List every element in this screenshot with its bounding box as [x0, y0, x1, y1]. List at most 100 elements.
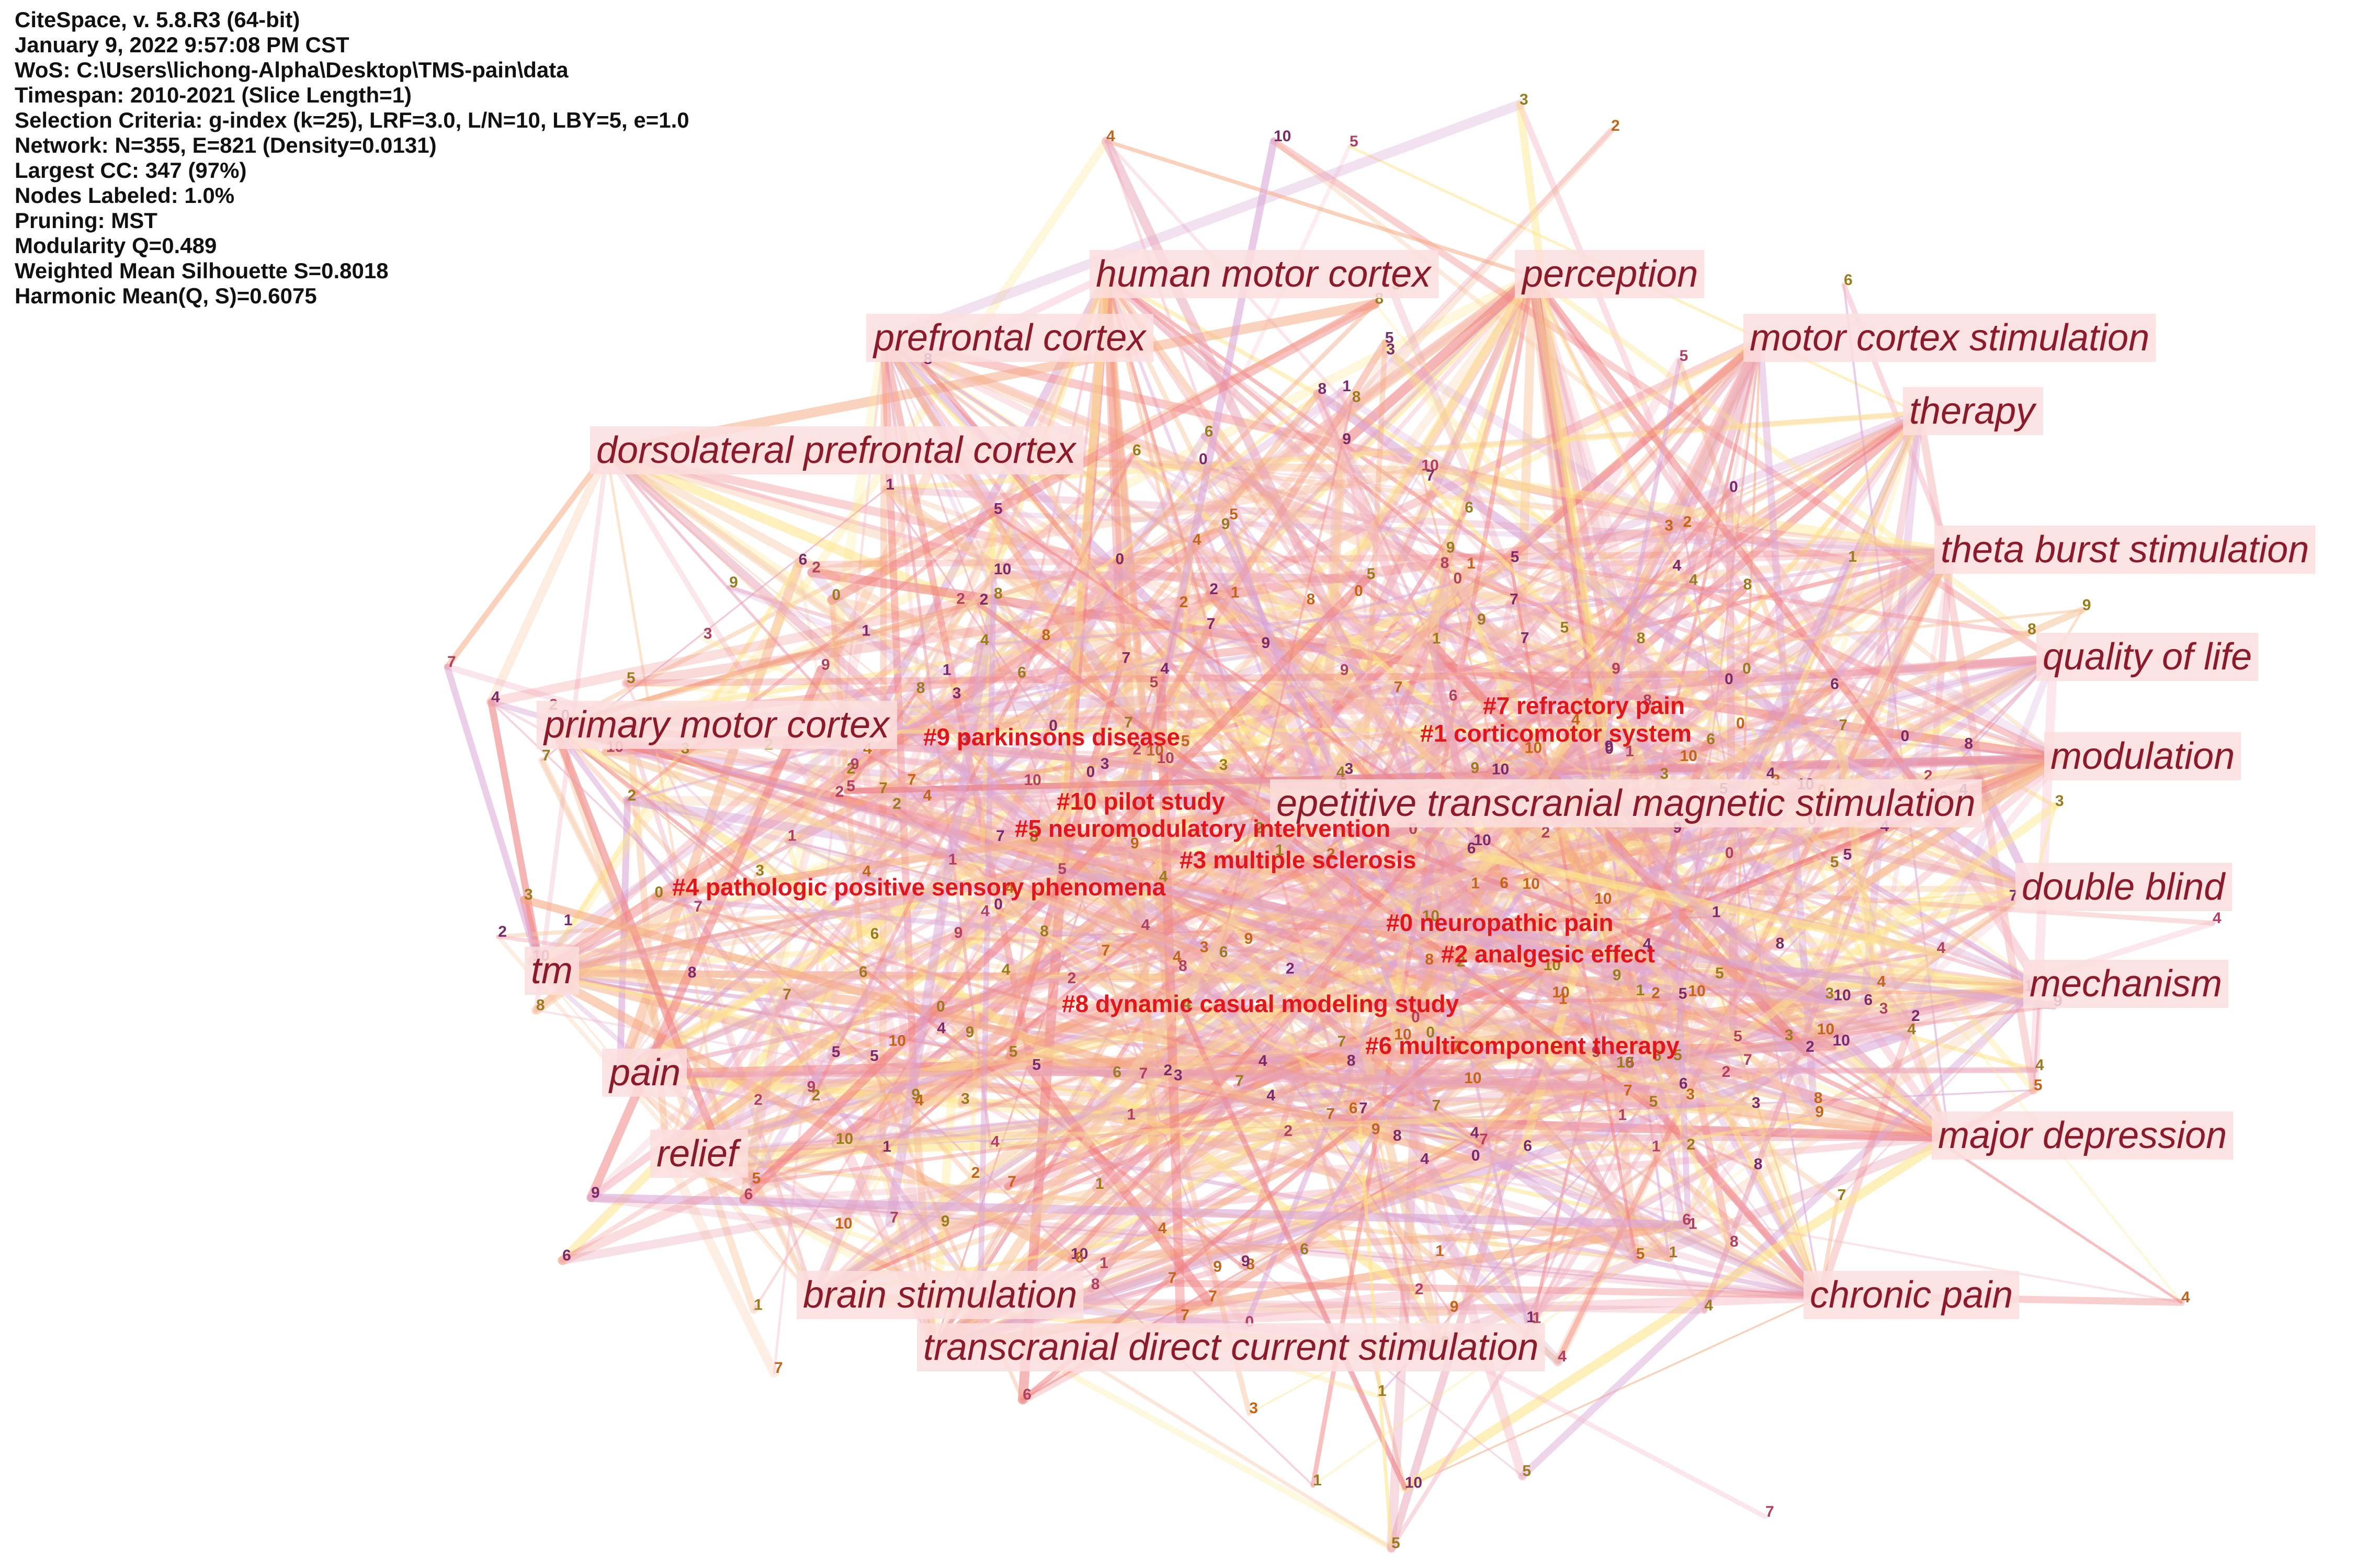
node-marker: 1 [1652, 1138, 1661, 1155]
network-edge [615, 578, 1458, 1080]
keyword-label: relief [650, 1130, 749, 1178]
node-marker: 1 [1526, 1309, 1535, 1326]
node-marker: 9 [821, 656, 830, 673]
network-edge [693, 911, 814, 1298]
node-marker: 8 [2027, 621, 2036, 638]
network-edge [1418, 917, 2058, 1010]
node-marker: 6 [1449, 687, 1458, 704]
node-marker: 1 [1712, 903, 1721, 921]
network-edge [891, 807, 1180, 972]
node-marker: 10 [1833, 987, 1851, 1004]
node-marker: 4 [1182, 995, 1191, 1012]
node-marker: 3 [1785, 1027, 1794, 1044]
network-edge [1206, 590, 1824, 1301]
node-marker: 4 [1907, 1021, 1916, 1038]
network-edge [1907, 655, 2057, 1025]
network-edge [1029, 1067, 1682, 1091]
network-edge [1774, 550, 1953, 950]
network-edge [1158, 880, 1471, 1139]
node-marker: 5 [1715, 965, 1724, 982]
node-marker: 2 [1722, 1063, 1731, 1081]
keyword-text: perception [1521, 253, 1698, 295]
node-marker: 7 [1521, 629, 1529, 646]
node-marker: 10 [835, 1215, 852, 1232]
node-marker: 9 [591, 1184, 600, 1201]
network-edge [1002, 601, 1310, 896]
network-edge [880, 336, 1128, 731]
node-marker: 7 [774, 1359, 783, 1377]
network-edge [603, 748, 1415, 1026]
network-edge [652, 894, 1867, 1008]
node-marker: 5 [1636, 1245, 1645, 1263]
node-marker: 1 [1275, 842, 1284, 859]
node-marker: 0 [1605, 740, 1614, 757]
network-edge [979, 587, 1745, 646]
network-edge [1707, 912, 1839, 1005]
node-marker: 2 [835, 783, 844, 801]
network-edge [879, 99, 1525, 345]
network-edge [1725, 488, 1738, 1046]
keyword-label-background [797, 1271, 1084, 1319]
network-edge [531, 960, 814, 1298]
keyword-label-background [1515, 250, 1705, 298]
network-edge [539, 758, 816, 1300]
network-edge [605, 451, 1165, 1077]
node-marker: 8 [1425, 951, 1434, 968]
keyword-text: transcranial direct current stimulation [923, 1326, 1538, 1368]
network-edge [978, 914, 1042, 939]
network-edge [803, 884, 1504, 1096]
keyword-text: prefrontal cortex [872, 317, 1147, 359]
node-marker: 5 [1679, 985, 1687, 1002]
network-edge [1602, 358, 1682, 754]
node-marker: 9 [1244, 930, 1253, 947]
network-edge [1416, 465, 1956, 556]
node-marker: 5 [1181, 733, 1190, 750]
network-edge [1438, 566, 1639, 645]
network-edge [605, 450, 864, 638]
network-edge [748, 433, 1208, 1187]
keyword-label: pain [602, 1049, 687, 1097]
node-marker: 8 [536, 997, 545, 1014]
node-marker: 9 [1342, 430, 1351, 448]
network-nodes: 1750109916478197007539604577827093022071… [447, 91, 2222, 1552]
network-edge [538, 933, 1043, 976]
network-edge [558, 271, 1537, 1265]
node-marker: 3 [1345, 760, 1354, 777]
keyword-label-background [866, 314, 1154, 362]
network-edge [1104, 274, 1479, 627]
network-edge [486, 448, 611, 707]
network-edge [1096, 755, 2065, 1272]
node-marker: 9 [1592, 1043, 1601, 1061]
node-marker: 6 [1682, 1211, 1691, 1229]
keyword-label-background [1903, 387, 2044, 435]
node-marker: 0 [1086, 764, 1095, 781]
node-marker: 1 [1618, 1106, 1627, 1123]
node-marker: 4 [1673, 557, 1682, 574]
network-edge [1638, 740, 1711, 953]
network-edge [1860, 409, 1924, 1009]
node-marker: 7 [1359, 1100, 1368, 1117]
network-edge [977, 571, 997, 1302]
node-marker: 8 [688, 964, 697, 981]
node-marker: 3 [1660, 765, 1669, 782]
keyword-label-background [537, 701, 898, 749]
network-edge [1321, 1115, 1953, 1142]
network-edge [1177, 755, 2065, 1324]
node-marker: 3 [524, 886, 533, 903]
node-marker: 7 [447, 653, 456, 671]
node-marker: 10 [1274, 128, 1291, 145]
node-marker: 1 [754, 1297, 763, 1314]
network-edge [1171, 586, 1746, 1083]
node-marker: 2 [1286, 960, 1295, 978]
node-marker: 2 [754, 1092, 763, 1109]
network-edge [1413, 1149, 1525, 1296]
node-marker: 3 [755, 862, 764, 879]
info-line: WoS: C:\Users\lichong-Alpha\Desktop\TMS-… [15, 58, 569, 82]
node-marker: 5 [1367, 565, 1376, 583]
node-marker: 9 [729, 574, 738, 591]
network-edge [1217, 768, 1424, 923]
node-marker: 2 [847, 760, 856, 777]
node-marker: 2 [1284, 1122, 1293, 1140]
